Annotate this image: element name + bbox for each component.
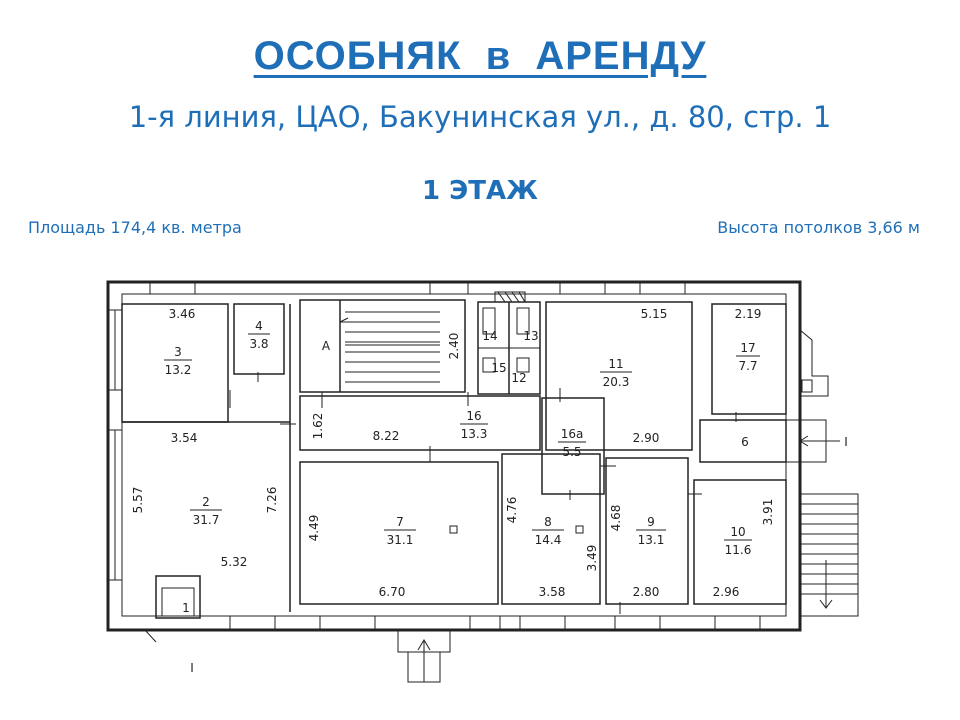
door-markers — [229, 372, 737, 614]
section-mark-bottom: I — [190, 661, 194, 675]
column-markers — [449, 525, 584, 534]
room-2-number: 2 — [202, 495, 210, 509]
room-14-number: 14 — [482, 329, 497, 343]
dim-8-22: 8.22 — [373, 429, 400, 443]
bottom-windows — [229, 615, 761, 631]
dim-3-49: 3.49 — [585, 545, 599, 572]
room-16-area: 13.3 — [461, 427, 488, 441]
room-17-area: 7.7 — [738, 359, 757, 373]
outer-stairs-right — [799, 493, 859, 617]
room-labels: 3 13.2 4 3.8 А 11 20.3 17 7.7 16 13.3 16… — [164, 319, 760, 615]
dim-3-91: 3.91 — [761, 499, 775, 526]
ceiling-height-label: Высота потолков 3,66 м — [717, 218, 920, 237]
room-11-number: 11 — [608, 357, 623, 371]
room-10-area: 11.6 — [725, 543, 752, 557]
dim-3-54: 3.54 — [171, 431, 198, 445]
dim-3-46: 3.46 — [169, 307, 196, 321]
dimension-labels: 3.46 2.40 5.15 2.19 1.62 8.22 3.54 2.90 … — [131, 307, 775, 599]
room-9-number: 9 — [647, 515, 655, 529]
room-8-area: 14.4 — [535, 533, 562, 547]
room-1-number: 1 — [182, 601, 190, 615]
dim-4-76: 4.76 — [505, 497, 519, 524]
room-2-area: 31.7 — [193, 513, 220, 527]
room-6-number: 6 — [741, 435, 749, 449]
interior-walls — [121, 299, 787, 619]
dim-2-80: 2.80 — [633, 585, 660, 599]
room-3-area: 13.2 — [165, 363, 192, 377]
dim-3-58: 3.58 — [539, 585, 566, 599]
room-9-area: 13.1 — [638, 533, 665, 547]
dim-1-62: 1.62 — [311, 413, 325, 440]
dim-4-49: 4.49 — [307, 515, 321, 542]
room-12-number: 12 — [511, 371, 526, 385]
area-label: Площадь 174,4 кв. метра — [28, 218, 242, 237]
room-3-number: 3 — [174, 345, 182, 359]
room-4-number: 4 — [255, 319, 263, 333]
room-17-number: 17 — [740, 341, 755, 355]
dim-2-96: 2.96 — [713, 585, 740, 599]
entrance-bottom — [397, 629, 451, 683]
entrance-right — [785, 419, 840, 463]
room-16a-number: 16а — [561, 427, 584, 441]
room-a-label: А — [322, 339, 331, 353]
address-subtitle: 1-я линия, ЦАО, Бакунинская ул., д. 80, … — [128, 100, 832, 134]
room-7-area: 31.1 — [387, 533, 414, 547]
floor-label: 1 ЭТАЖ — [422, 176, 538, 206]
dim-5-15: 5.15 — [641, 307, 668, 321]
room-16a-area: 5.5 — [562, 445, 581, 459]
room-8-number: 8 — [544, 515, 552, 529]
room-15-number: 15 — [491, 361, 506, 375]
dim-2-90: 2.90 — [633, 431, 660, 445]
dim-5-32: 5.32 — [221, 555, 248, 569]
dim-2-40: 2.40 — [447, 333, 461, 360]
section-mark-right: I — [844, 435, 848, 449]
page-title: ОСОБНЯК в АРЕНДУ — [253, 34, 707, 78]
room-16-number: 16 — [466, 409, 481, 423]
dim-7-26: 7.26 — [265, 487, 279, 514]
room-10-number: 10 — [730, 525, 745, 539]
left-windows — [107, 309, 123, 581]
room-13-number: 13 — [523, 329, 538, 343]
top-windows — [149, 281, 686, 303]
dim-2-19: 2.19 — [735, 307, 762, 321]
dim-5-57: 5.57 — [131, 487, 145, 514]
dim-6-70: 6.70 — [379, 585, 406, 599]
room-11-area: 20.3 — [603, 375, 630, 389]
dim-4-68: 4.68 — [609, 505, 623, 532]
room-4-area: 3.8 — [249, 337, 268, 351]
porch-right — [799, 329, 829, 397]
room-7-number: 7 — [396, 515, 404, 529]
section-markers: I I — [144, 435, 848, 675]
stair-treads — [339, 311, 440, 383]
